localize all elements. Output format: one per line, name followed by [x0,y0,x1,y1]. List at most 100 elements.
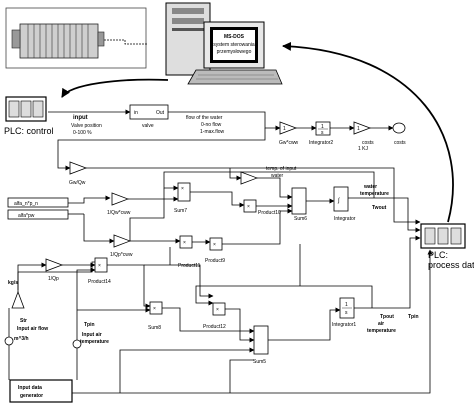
sum8-label: Sum8 [148,325,161,331]
input-air-flow-label: Input air flow [17,326,48,332]
screen-line-3: przemysłowego [217,49,252,55]
svg-text:alfa_n*p_n: alfa_n*p_n [14,201,38,207]
water-temp-out: Twout [372,205,387,211]
product12-block [212,302,226,316]
svg-text:×: × [247,204,250,210]
svg-text:1: 1 [321,124,324,130]
plc-control-label: PLC: control [4,126,54,136]
plc-control-device [5,96,47,122]
unit-m3h: m^3/h [14,336,29,342]
svg-text:1: 1 [345,302,348,308]
gain-gw-qw [69,161,88,175]
arrow-plc-process-to-computer [282,41,454,223]
alfa-np-n-block [7,197,69,208]
input-air-temp-1: Input air [82,332,102,338]
alfa-pw-block [7,209,69,220]
input-str-port [4,336,14,346]
input-line-2: 0-100 % [73,130,92,136]
screen-line-1: MS-DOS [224,34,245,40]
valve-in-port: in [134,110,138,116]
gain-q-cww [111,192,130,206]
sum5-block [253,325,269,355]
screen-line-2: system sterowania [213,42,255,48]
product10-label: Product10 [258,210,281,216]
plc-process-label-2: process data [428,260,474,270]
svg-text:×: × [181,186,184,192]
plc-rack-image [5,7,148,69]
gain-costs [353,121,372,135]
product14-label: Product14 [88,279,111,285]
plc-process-device [420,223,466,249]
sum6-block [291,187,307,215]
svg-text:×: × [213,242,216,248]
product9-block [209,237,223,251]
product14-block [94,257,108,273]
gain-gwcww-label: Gw*cww [279,140,299,146]
valve-label: valve [142,123,154,129]
svg-text:alfa*pw: alfa*pw [18,213,35,219]
flow-note-1: flow of the water [186,115,223,121]
gain-q-cpw-label: 1/Qp*cww [110,252,133,258]
gain-gwcww [279,121,298,135]
air-temp-2: temperature [367,328,396,334]
air-temp-out: Tpout [380,314,394,320]
gain-gw-qw-label: Gw/Qw [69,180,86,186]
gain-q-p [45,258,64,272]
costs-outport [392,122,406,134]
flow-note-3: 1-max.flow [200,129,225,135]
plc-process-label-1: PLC: [428,250,448,260]
water-temp-1: water [363,184,377,190]
input-str-label: Str [20,318,27,324]
svg-text:×: × [183,240,186,246]
arrow-computer-to-plc-control [61,78,169,98]
integrator-label: Integrator [334,216,356,222]
integrator2-label: Integrator2 [309,140,333,146]
costs-outport-label: costs [394,140,406,146]
svg-text:∫: ∫ [337,197,340,204]
sum8-block [149,301,163,315]
product11-block [179,235,193,249]
valve-out-port: Out [156,110,165,116]
generator-line-2: generator [20,393,43,399]
sum7-block [177,182,191,202]
sum5-label: Sum5 [253,359,266,365]
product10-block [243,199,257,213]
air-tpin-label: Tpin [408,314,419,320]
water-temp-2: temperature [360,191,389,197]
product11-label: Product11 [178,263,201,269]
integrator-block [333,186,349,212]
input-data-generator [9,379,73,403]
integrator1-label: Integrator1 [332,322,356,328]
svg-text:1: 1 [357,126,360,132]
input-tpin-port [72,339,82,349]
computer-image: MS-DOS system sterowania przemysłowego [165,2,283,85]
input-line-1: Valve position [71,123,102,129]
svg-text:×: × [216,307,219,313]
product9-label: Product9 [205,258,225,264]
flow-note-2: 0-no flow [201,122,222,128]
input-air-temp-2: temperature [80,339,109,345]
gain-input-water [240,171,259,185]
integrator2-block [315,121,331,136]
svg-text:s: s [321,130,324,136]
gain-q-cpw [113,234,132,248]
air-temp-1: air [378,321,384,327]
generator-line-1: Input data [18,385,42,391]
sum7-label: Sum7 [174,208,187,214]
temp-input-water-2: water [271,173,284,179]
gain-q-cww-label: 1/Qw*cww [107,210,131,216]
svg-text:×: × [98,263,101,269]
product12-label: Product12 [203,324,226,330]
temp-input-water-1: temp. of input [266,166,297,172]
unit-kgs: kg/s [8,280,18,286]
costs-label: costs [362,140,374,146]
svg-text:s: s [345,310,348,316]
input-title: input [73,115,88,121]
svg-text:1: 1 [283,126,286,132]
costs-unit: 1 KJ [358,146,369,152]
air-flow-gain [11,290,25,309]
input-tpin-label: Tpin [84,322,95,328]
svg-text:×: × [153,306,156,312]
gain-q-p-label: 1/Qp [48,276,59,282]
